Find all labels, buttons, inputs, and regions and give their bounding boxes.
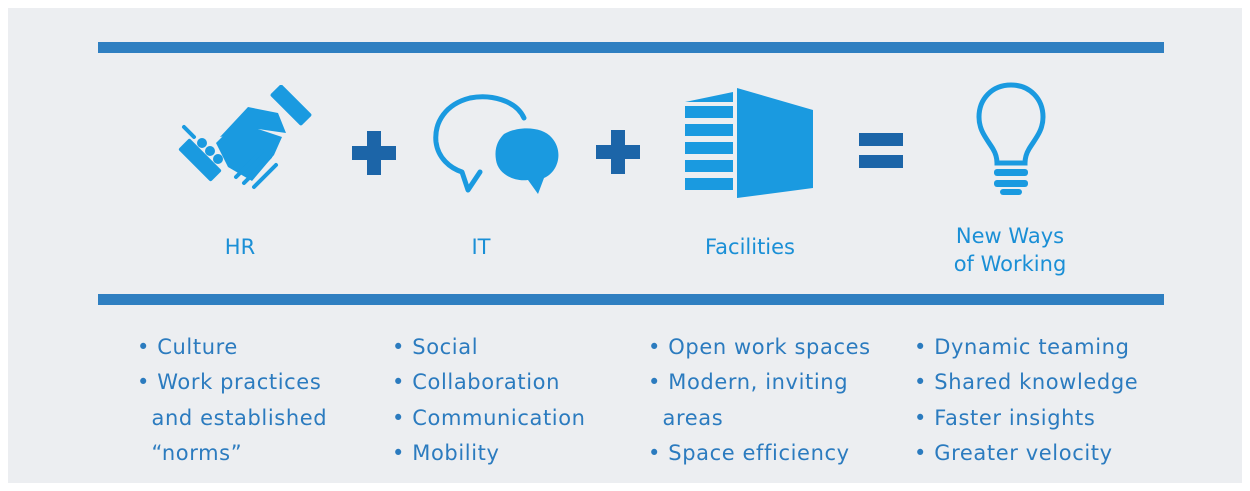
bullet-item: • Shared knowledge — [914, 370, 1139, 395]
bullet-item: • Social — [392, 335, 479, 359]
lightbulb-icon — [976, 82, 1046, 195]
plus-operator — [596, 130, 640, 174]
it-bullet-list: • Social • Collaboration • Communication… — [392, 330, 586, 471]
bullet-item: • Modern, inviting — [648, 370, 849, 395]
handshake-icon — [178, 85, 312, 189]
equals-operator — [859, 133, 903, 168]
column-title-hr: HR — [224, 235, 256, 259]
column-title-new-ways-line1: New Ways — [955, 224, 1065, 248]
bullet-item: • Collaboration — [392, 370, 561, 395]
bullet-item: areas — [648, 405, 724, 430]
bullet-item: • Space efficiency — [648, 440, 850, 465]
plus-operator — [352, 131, 396, 175]
top-divider-bar — [98, 42, 1164, 53]
speech-bubbles-icon — [433, 94, 559, 194]
bullet-item: “norms” — [137, 440, 243, 465]
bottom-divider-bar — [98, 294, 1164, 305]
new-ways-bullet-list: • Dynamic teaming • Shared knowledge • F… — [914, 330, 1138, 471]
building-icon — [685, 88, 813, 198]
bullet-item: • Communication — [392, 405, 586, 430]
bullet-item: • Dynamic teaming — [914, 335, 1130, 359]
facilities-bullet-list: • Open work spaces • Modern, inviting ar… — [648, 330, 871, 471]
bullet-item: • Culture — [137, 335, 238, 359]
infographic-panel — [8, 8, 1242, 483]
bullet-item: • Work practices — [137, 370, 322, 395]
bullet-item: • Faster insights — [914, 405, 1096, 430]
column-title-it: IT — [471, 235, 491, 259]
hr-bullet-list: • Culture • Work practices and establish… — [137, 330, 327, 471]
column-title-new-ways: New Ways of Working — [930, 222, 1090, 278]
bullet-item: • Mobility — [392, 440, 500, 465]
column-title-facilities: Facilities — [705, 235, 795, 259]
bullet-item: • Open work spaces — [648, 335, 871, 359]
column-title-new-ways-line2: of Working — [953, 252, 1067, 276]
bullet-item: and established — [137, 405, 328, 430]
bullet-item: • Greater velocity — [914, 440, 1113, 465]
